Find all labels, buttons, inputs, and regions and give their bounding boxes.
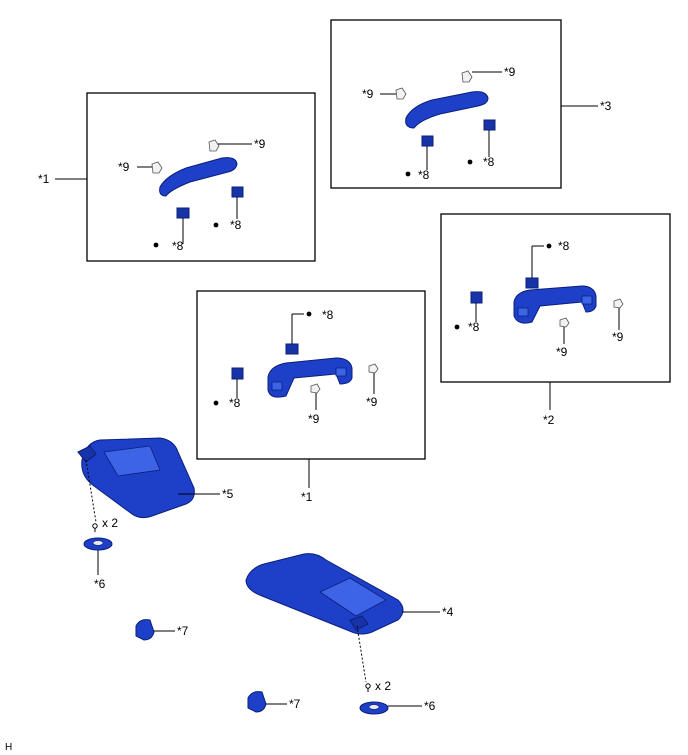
callout-assist-grip-3: *3 xyxy=(600,99,612,113)
callout-visor-rh: *4 xyxy=(442,605,454,619)
assist-grip-group-1: *1 *9 *9 *8 *8 xyxy=(38,92,316,262)
screw-qty-left: x 2 xyxy=(102,516,118,530)
holder-clip-right: *7 xyxy=(247,691,301,713)
callout-holder-clip-left: *7 xyxy=(177,624,189,638)
holder-clip-left: *7 xyxy=(135,619,189,641)
callout-clip-3a: *9 xyxy=(362,87,374,101)
callout-assist-grip-2: *2 xyxy=(543,413,555,427)
cover-cb xyxy=(231,367,244,380)
assist-grip-group-1-center: *1 *8 *8 *9 *9 xyxy=(196,290,426,504)
callout-cover-ca: *8 xyxy=(322,308,334,322)
assist-grip-center-mount-a xyxy=(271,381,283,391)
assist-grip-1-body xyxy=(159,157,238,197)
callout-assist-grip-1-center: *1 xyxy=(301,490,313,504)
cover-3b xyxy=(483,119,496,131)
clip-3a xyxy=(395,87,407,100)
callout-clip-1b: *9 xyxy=(254,137,266,151)
callout-holder-left: *6 xyxy=(94,577,106,591)
sun-visor-right: *4 x 2 *6 xyxy=(245,553,454,715)
clip-3b xyxy=(461,70,473,83)
clip-1a xyxy=(151,161,163,174)
assist-grip-2-mount-a xyxy=(517,307,529,317)
assist-grip-center-body xyxy=(267,357,353,398)
cover-3a xyxy=(421,135,434,147)
callout-clip-2b: *9 xyxy=(612,330,624,344)
cover-1a xyxy=(176,207,190,219)
callout-cover-1b: *8 xyxy=(230,218,242,232)
visor-4-pivot xyxy=(349,615,369,631)
box-1-center xyxy=(196,290,426,460)
assist-grip-3-body xyxy=(405,91,489,129)
callout-cover-3a: *8 xyxy=(418,168,430,182)
holder-clip-right-body xyxy=(247,691,267,713)
callout-clip-2a: *9 xyxy=(556,345,568,359)
clip-2a xyxy=(559,317,570,328)
callout-clip-1a: *9 xyxy=(118,160,130,174)
clip-1b xyxy=(208,139,220,152)
cover-1b xyxy=(231,186,244,198)
callout-cover-3b: *8 xyxy=(483,155,495,169)
box-2 xyxy=(440,213,671,383)
visor-4-mirror xyxy=(319,577,387,617)
visor-5-pivot xyxy=(77,445,97,463)
callout-clip-ca: *9 xyxy=(308,412,320,426)
callout-clip-3b: *9 xyxy=(504,65,516,79)
clip-2b xyxy=(613,298,624,309)
clip-cb xyxy=(368,363,379,374)
cover-ca xyxy=(285,343,299,355)
callout-cover-cb: *8 xyxy=(229,396,241,410)
assist-grip-2-body xyxy=(513,285,597,324)
assist-grip-group-2: *2 *8 *8 *9 *9 xyxy=(440,213,671,427)
visor-5-mirror xyxy=(103,445,161,477)
screw-qty-right: x 2 xyxy=(375,679,391,693)
callout-clip-cb: *9 xyxy=(366,395,378,409)
box-1 xyxy=(86,92,316,262)
assist-grip-center-mount-b xyxy=(335,367,347,377)
callout-cover-1a: *8 xyxy=(172,239,184,253)
sun-visor-left: *5 x 2 *6 xyxy=(77,437,234,591)
callout-holder-right: *6 xyxy=(424,699,436,713)
callout-cover-2a: *8 xyxy=(558,239,570,253)
clip-ca xyxy=(310,383,321,394)
box-3 xyxy=(330,19,562,189)
callout-cover-2b: *8 xyxy=(468,320,480,334)
callout-visor-lh: *5 xyxy=(222,487,234,501)
callout-assist-grip-1: *1 xyxy=(38,172,50,186)
corner-code: H xyxy=(5,742,12,753)
cover-2a xyxy=(525,277,539,289)
cover-2b xyxy=(470,291,483,304)
callout-holder-clip-right: *7 xyxy=(289,697,301,711)
holder-clip-left-body xyxy=(135,619,155,641)
assist-grip-2-mount-b xyxy=(581,295,593,305)
assist-grip-group-3: *3 *9 *9 *8 *8 xyxy=(330,19,612,189)
